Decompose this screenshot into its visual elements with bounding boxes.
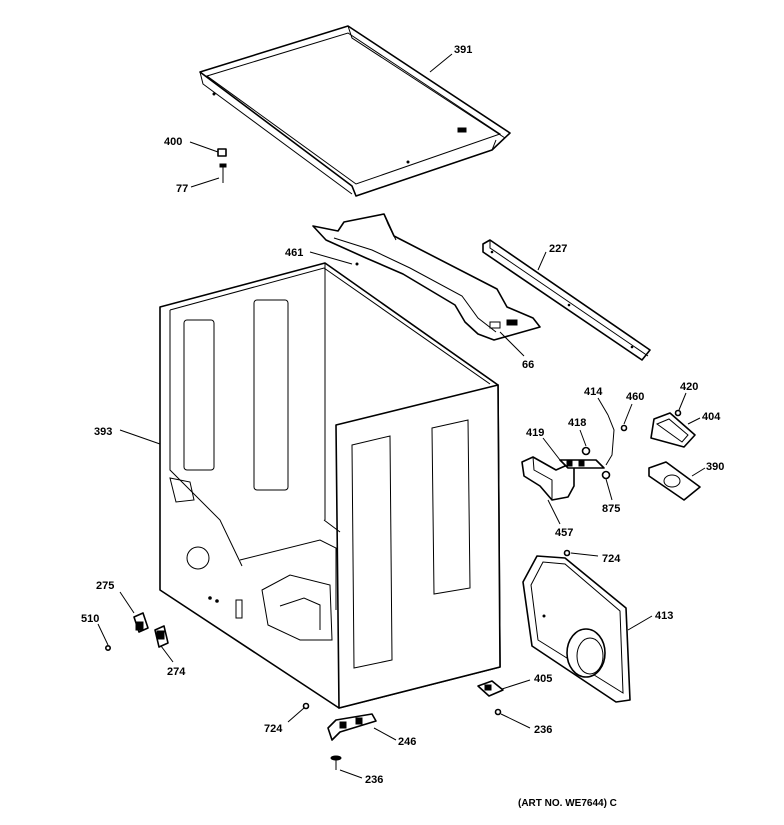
screw-part-420 (674, 409, 682, 417)
callout-461: 461 (285, 247, 303, 259)
callout-457: 457 (555, 527, 573, 539)
nut-part-418 (581, 446, 591, 456)
callout-404: 404 (702, 411, 721, 423)
screw-part-510 (105, 644, 112, 651)
cabinet-part-393 (159, 262, 501, 709)
callout-413: 413 (655, 610, 673, 622)
callout-419: 419 (526, 427, 544, 439)
callout-275: 275 (96, 580, 114, 592)
leader-lines (97, 53, 706, 779)
clip-part-724-lower (302, 702, 310, 710)
latch-part-405 (477, 680, 504, 697)
callout-390: 390 (706, 461, 724, 473)
clip-part-724-upper (563, 549, 571, 557)
front-panel-part-413 (522, 555, 631, 703)
clip-part-400 (217, 148, 227, 157)
switch-part-275 (133, 612, 149, 633)
thermostat-part-419 (559, 459, 605, 469)
callout-724-upper: 724 (602, 553, 621, 565)
callout-414: 414 (584, 386, 603, 398)
art-number: (ART NO. WE7644) C (518, 798, 617, 809)
wire-part-414 (605, 414, 615, 466)
callout-77: 77 (176, 183, 188, 195)
fuse-part-875 (601, 470, 611, 480)
callout-236-right: 236 (534, 724, 552, 736)
callout-405: 405 (534, 673, 552, 685)
callout-460: 460 (626, 391, 644, 403)
callout-393: 393 (94, 426, 112, 438)
callout-724-lower: 724 (264, 723, 283, 735)
callout-246: 246 (398, 736, 416, 748)
callout-274: 274 (167, 666, 186, 678)
callout-236-bottom: 236 (365, 774, 383, 786)
screw-part-460 (620, 424, 628, 432)
vent-plate-part-390 (648, 461, 701, 501)
screw-part-236-bottom (330, 755, 342, 770)
switch-part-274 (154, 625, 169, 648)
rail-part-227 (482, 239, 651, 361)
cover-plate-part-404 (650, 412, 696, 448)
callout-66: 66 (522, 359, 534, 371)
screw-part-77 (219, 163, 227, 183)
callout-227: 227 (549, 243, 567, 255)
hinge-part-246 (327, 713, 377, 741)
rear-bracket-part-461 (312, 213, 541, 341)
callout-418: 418 (568, 417, 586, 429)
screw-part-236-right (494, 708, 502, 716)
callout-400: 400 (164, 136, 182, 148)
callout-420: 420 (680, 381, 698, 393)
callout-510: 510 (81, 613, 99, 625)
callout-875: 875 (602, 503, 620, 515)
bracket-part-457 (521, 456, 575, 501)
callout-391: 391 (454, 44, 472, 56)
top-panel-part-391 (199, 25, 511, 197)
